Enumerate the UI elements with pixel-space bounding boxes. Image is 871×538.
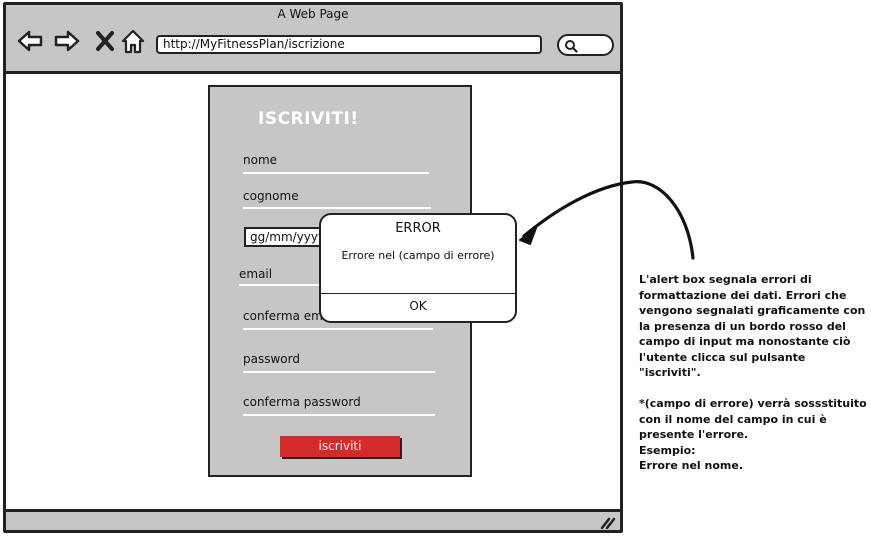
alert-title: ERROR [395,221,441,236]
cognome-input[interactable] [243,207,431,209]
conferma-password-input[interactable] [243,414,435,416]
nome-label: nome [243,153,278,167]
alert-divider [321,293,515,294]
address-bar[interactable]: http://MyFitnessPlan/iscrizione [156,35,542,54]
window-title: A Web Page [277,7,349,21]
resize-grip-icon[interactable] [600,515,616,529]
browser-window: A Web Page http://MyFitnessPlan/iscrizio… [3,2,623,533]
search-input[interactable] [557,34,614,56]
ok-button[interactable]: OK [409,299,427,313]
iscriviti-button[interactable]: iscriviti [280,436,400,457]
cognome-label: cognome [243,189,299,203]
arrow-left-icon[interactable] [16,27,44,55]
password-label: password [243,352,300,366]
nome-input[interactable] [243,172,429,174]
conferma-email-input[interactable] [243,328,433,330]
email-label: email [239,267,273,281]
url-text: http://MyFitnessPlan/iscrizione [163,37,345,51]
arrow-right-icon[interactable] [53,27,81,55]
conferma-password-label: conferma password [243,395,361,409]
status-bar [6,509,620,530]
error-alert-dialog: ERROR Errore nel (campo di errore) OK [319,213,517,323]
annotation-note: L'alert box segnala errori di formattazi… [639,273,867,472]
date-placeholder: gg/mm/yyyy [250,230,326,244]
home-icon[interactable] [119,27,147,55]
password-input[interactable] [243,371,435,373]
callout-arrow-icon [519,180,695,260]
form-title: ISCRIVITI! [258,109,359,129]
conferma-email-label: conferma email [243,309,337,323]
browser-toolbar: A Web Page http://MyFitnessPlan/iscrizio… [6,5,620,74]
search-icon [565,40,578,53]
alert-message: Errore nel (campo di errore) [341,249,495,262]
close-icon[interactable] [92,27,120,55]
